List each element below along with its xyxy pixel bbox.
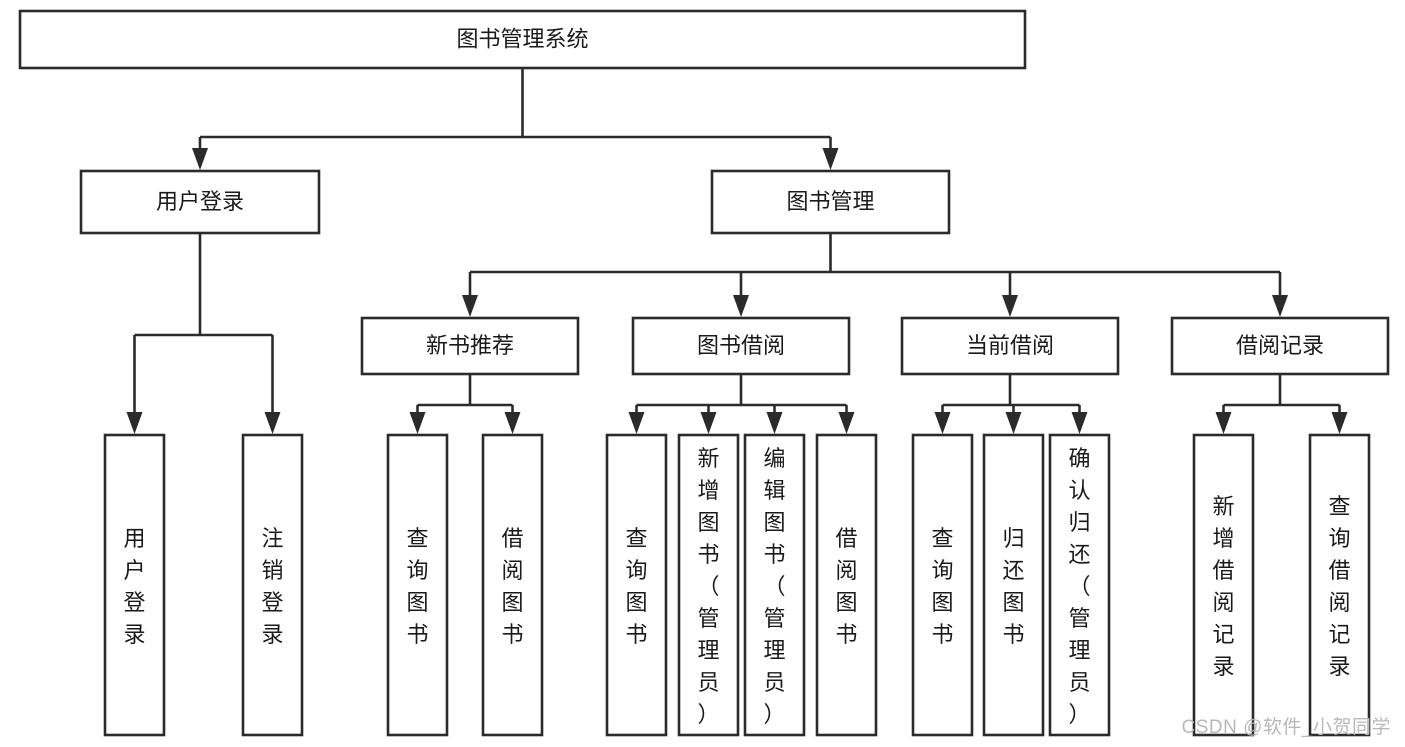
node-label: 借阅记录 xyxy=(1236,333,1324,358)
csdn-watermark: CSDN @软件_小贺同学 xyxy=(1181,717,1391,738)
node-box[interactable] xyxy=(631,316,851,376)
connector-book-manage xyxy=(462,233,1288,317)
arrowhead-icon xyxy=(1002,295,1018,317)
node-label: 借阅图书 xyxy=(501,526,523,647)
node-box[interactable] xyxy=(900,316,1120,376)
node-box[interactable] xyxy=(1308,433,1371,737)
node-user-login[interactable]: 用户登录 xyxy=(79,169,321,235)
node-leaf-add-book-admin[interactable]: 新增图书（管理员） xyxy=(677,433,740,737)
arrowhead-icon xyxy=(192,148,208,170)
connector-user-login xyxy=(126,233,281,434)
node-box[interactable] xyxy=(18,9,1027,70)
node-new-book-rec[interactable]: 新书推荐 xyxy=(360,316,580,376)
node-label: 借阅图书 xyxy=(835,526,857,647)
node-box[interactable] xyxy=(1048,433,1111,737)
arrowhead-icon xyxy=(264,412,281,434)
node-leaf-query-borrow-record[interactable]: 查询借阅记录 xyxy=(1308,433,1371,737)
arrowhead-icon xyxy=(462,295,478,317)
node-label: 查询图书 xyxy=(931,526,953,647)
arrowhead-icon xyxy=(733,295,749,317)
node-box[interactable] xyxy=(79,169,321,235)
node-box[interactable] xyxy=(815,433,878,737)
arrowhead-icon xyxy=(1215,412,1232,434)
arrowhead-icon xyxy=(838,412,855,434)
node-layer: 图书管理系统用户登录图书管理新书推荐图书借阅当前借阅借阅记录用户登录注销登录查询… xyxy=(18,9,1390,737)
node-box[interactable] xyxy=(982,433,1045,737)
node-leaf-logout[interactable]: 注销登录 xyxy=(241,433,304,737)
node-root[interactable]: 图书管理系统 xyxy=(18,9,1027,70)
arrowhead-icon xyxy=(504,412,521,434)
node-box[interactable] xyxy=(911,433,974,737)
connector-root xyxy=(192,68,839,170)
arrowhead-icon xyxy=(409,412,426,434)
node-book-manage[interactable]: 图书管理 xyxy=(710,169,951,235)
node-box[interactable] xyxy=(481,433,544,737)
node-book-borrow[interactable]: 图书借阅 xyxy=(631,316,851,376)
arrowhead-icon xyxy=(1272,295,1288,317)
arrowhead-icon xyxy=(700,412,717,434)
arrowhead-icon xyxy=(934,412,951,434)
node-label: 注销登录 xyxy=(261,526,283,647)
connector-layer xyxy=(126,68,1348,434)
arrowhead-icon xyxy=(822,148,839,170)
node-leaf-query-book-3[interactable]: 查询图书 xyxy=(911,433,974,737)
node-label: 新增借阅记录 xyxy=(1212,494,1234,679)
node-label: 用户登录 xyxy=(123,526,145,647)
node-label: 归还图书 xyxy=(1002,526,1024,647)
node-box[interactable] xyxy=(1170,316,1390,376)
node-label: 查询图书 xyxy=(625,526,647,647)
node-leaf-query-book-1[interactable]: 查询图书 xyxy=(386,433,449,737)
connector-new-book-rec xyxy=(409,374,521,434)
arrowhead-icon xyxy=(766,412,783,434)
node-leaf-borrow-book-2[interactable]: 借阅图书 xyxy=(815,433,878,737)
node-label: 新增图书（管理员） xyxy=(697,446,719,727)
node-label: 当前借阅 xyxy=(966,333,1054,358)
connector-borrow-record xyxy=(1215,374,1348,434)
node-box[interactable] xyxy=(605,433,668,737)
node-label: 查询借阅记录 xyxy=(1328,494,1350,679)
connector-book-borrow xyxy=(628,374,855,434)
arrowhead-icon xyxy=(1005,412,1022,434)
node-label: 用户登录 xyxy=(156,189,244,214)
node-leaf-query-book-2[interactable]: 查询图书 xyxy=(605,433,668,737)
arrowhead-icon xyxy=(126,412,143,434)
node-box[interactable] xyxy=(710,169,951,235)
node-box[interactable] xyxy=(743,433,806,737)
node-current-borrow[interactable]: 当前借阅 xyxy=(900,316,1120,376)
node-label: 查询图书 xyxy=(406,526,428,647)
node-box[interactable] xyxy=(241,433,304,737)
node-box[interactable] xyxy=(360,316,580,376)
node-leaf-return-book[interactable]: 归还图书 xyxy=(982,433,1045,737)
node-leaf-confirm-return-admin[interactable]: 确认归还（管理员） xyxy=(1048,433,1111,737)
connector-current-borrow xyxy=(934,374,1088,434)
node-leaf-edit-book-admin[interactable]: 编辑图书（管理员） xyxy=(743,433,806,737)
arrowhead-icon xyxy=(1071,412,1088,434)
node-label: 确认归还（管理员） xyxy=(1068,446,1090,727)
node-box[interactable] xyxy=(1192,433,1255,737)
node-label: 图书借阅 xyxy=(697,333,785,358)
node-label: 新书推荐 xyxy=(426,333,514,358)
node-box[interactable] xyxy=(677,433,740,737)
node-label: 编辑图书（管理员） xyxy=(763,446,785,727)
node-label: 图书管理 xyxy=(786,189,874,214)
node-box[interactable] xyxy=(103,433,166,737)
node-box[interactable] xyxy=(386,433,449,737)
node-borrow-record[interactable]: 借阅记录 xyxy=(1170,316,1390,376)
node-leaf-add-borrow-record[interactable]: 新增借阅记录 xyxy=(1192,433,1255,737)
node-label: 图书管理系统 xyxy=(456,26,588,51)
node-leaf-user-login[interactable]: 用户登录 xyxy=(103,433,166,737)
node-leaf-borrow-book-1[interactable]: 借阅图书 xyxy=(481,433,544,737)
arrowhead-icon xyxy=(1331,412,1348,434)
arrowhead-icon xyxy=(628,412,645,434)
